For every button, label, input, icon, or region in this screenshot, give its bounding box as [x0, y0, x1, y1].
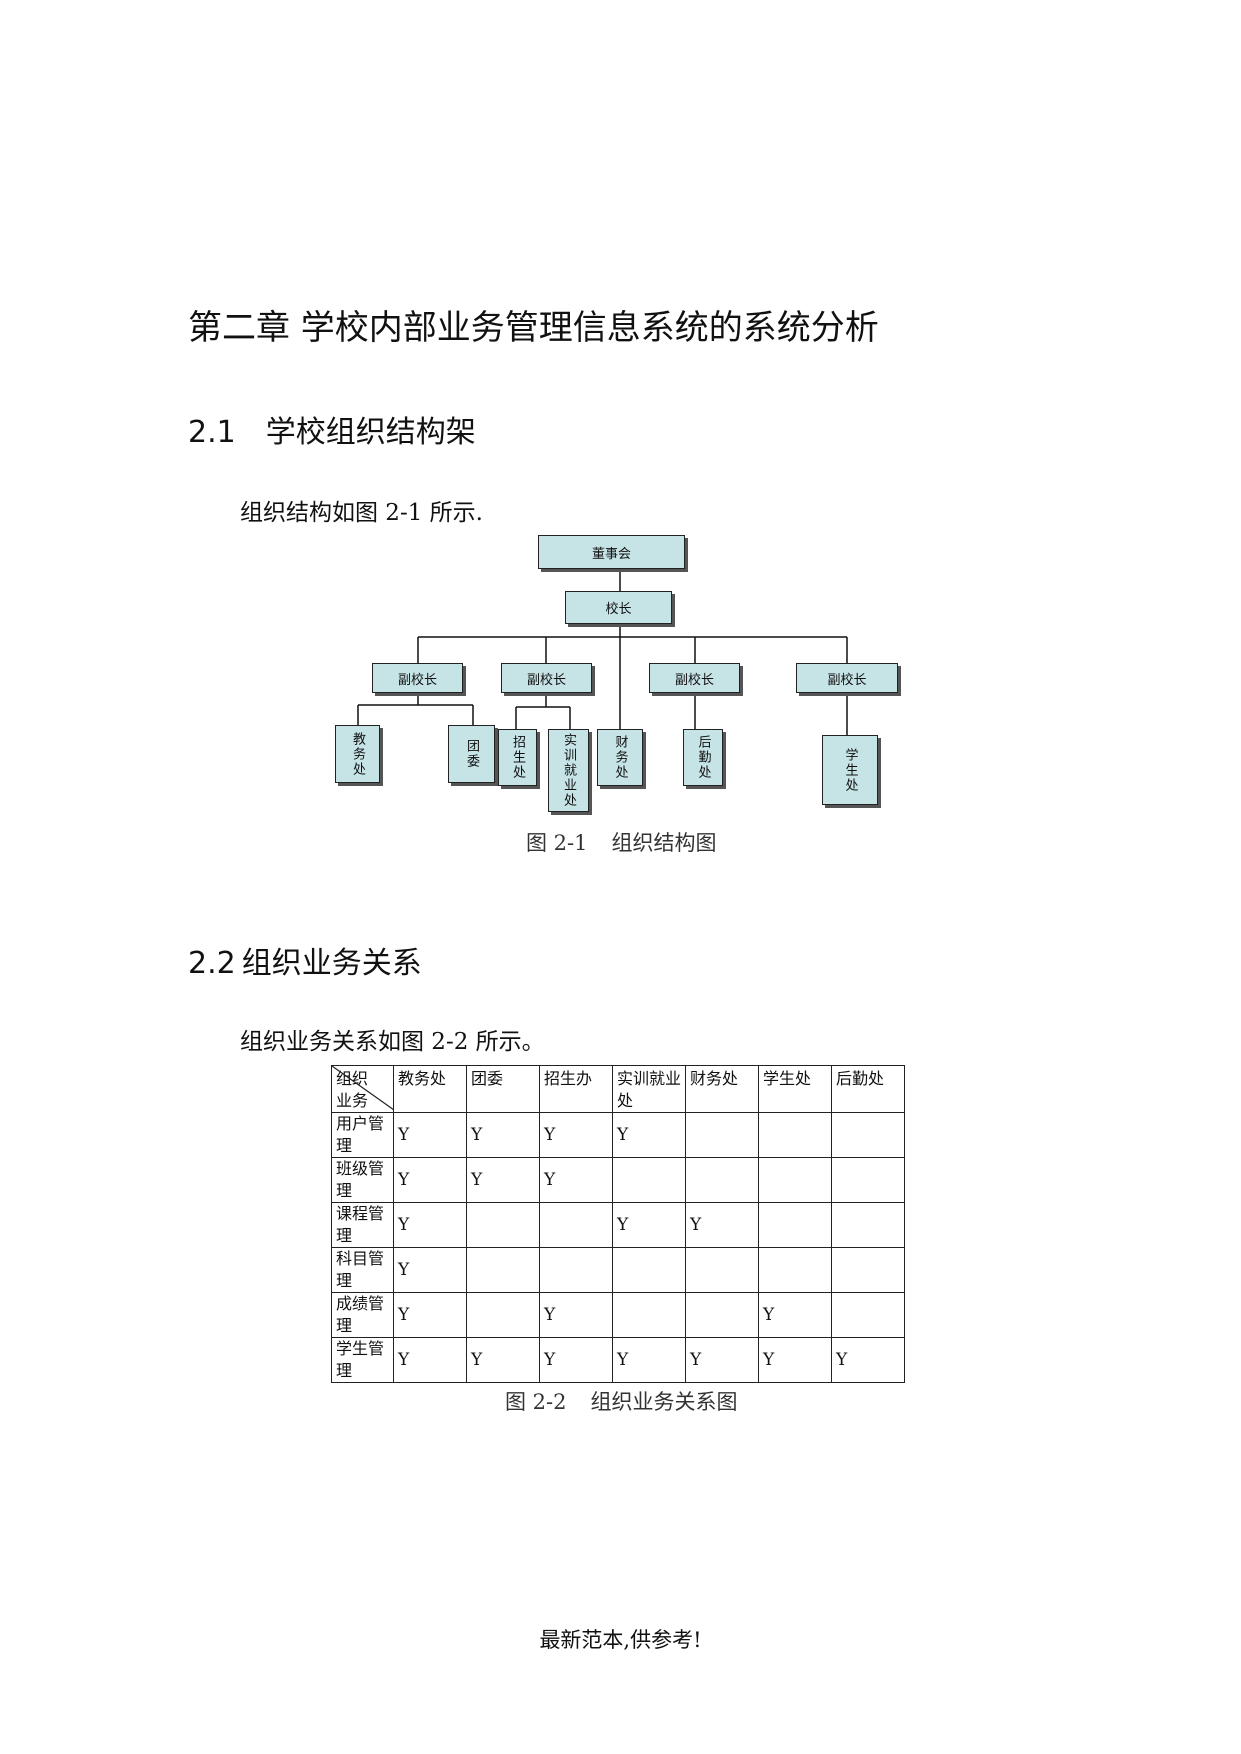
caption-text: 组织结构图 [611, 831, 717, 855]
table-cell: Y [393, 1337, 467, 1383]
table-cell: Y [539, 1157, 613, 1203]
table-cell [685, 1247, 759, 1293]
figure-2-1-caption: 图 2-1 组织结构图 [526, 827, 717, 857]
row-header: 成绩管理 [331, 1292, 394, 1338]
table-cell [685, 1157, 759, 1203]
org-node-logistics-office: 后勤处 [683, 729, 723, 786]
table-cell: Y [393, 1112, 467, 1158]
org-node-student-office: 学生处 [822, 735, 878, 805]
table-cell: Y [393, 1292, 467, 1338]
section-title-text: 组织业务关系 [241, 946, 422, 981]
caption-label: 图 2-2 [505, 1390, 567, 1414]
org-node-vice-principal-3: 副校长 [649, 663, 740, 693]
table-cell: Y [685, 1202, 759, 1248]
column-header: 实训就业处 [612, 1065, 686, 1113]
table-cell: Y [393, 1247, 467, 1293]
table-cell: Y [685, 1337, 759, 1383]
org-node-youth-league: 团委 [448, 725, 495, 783]
org-node-admissions-office: 招生处 [498, 729, 537, 786]
table-cell: Y [393, 1202, 467, 1248]
org-node-finance-office: 财务处 [597, 729, 643, 786]
table-cell [612, 1292, 686, 1338]
table-corner-cell: 组织 业务 [331, 1065, 394, 1113]
table-cell [612, 1247, 686, 1293]
corner-label-business: 业务 [336, 1091, 369, 1110]
table-cell [685, 1112, 759, 1158]
table-cell [539, 1202, 613, 1248]
column-header: 学生处 [758, 1065, 832, 1113]
table-cell [831, 1292, 905, 1338]
diagonal-divider [332, 1066, 394, 1110]
table-header-row: 组织 业务 教务处团委招生办实训就业处财务处学生处后勤处 [331, 1065, 905, 1113]
table-cell: Y [539, 1112, 613, 1158]
table-cell [758, 1247, 832, 1293]
table-cell: Y [539, 1292, 613, 1338]
column-header: 后勤处 [831, 1065, 905, 1113]
org-node-principal: 校长 [565, 591, 672, 624]
table-cell [758, 1112, 832, 1158]
table-cell [831, 1202, 905, 1248]
table-cell [612, 1157, 686, 1203]
org-node-training-employment-office: 实训就业处 [548, 729, 589, 812]
row-header: 班级管理 [331, 1157, 394, 1203]
section-number: 2.2 [188, 946, 236, 981]
table-cell: Y [539, 1337, 613, 1383]
caption-label: 图 2-1 [526, 831, 588, 855]
section-heading-2-1: 2.1 学校组织结构架 [188, 407, 476, 451]
row-header: 科目管理 [331, 1247, 394, 1293]
org-node-board: 董事会 [538, 535, 685, 569]
table-cell: Y [758, 1292, 832, 1338]
figure-2-2-caption: 图 2-2 组织业务关系图 [505, 1386, 738, 1416]
table-cell [758, 1202, 832, 1248]
table-cell: Y [612, 1112, 686, 1158]
page-footer: 最新范本,供参考! [539, 1628, 702, 1652]
table-cell: Y [612, 1202, 686, 1248]
table-cell [831, 1157, 905, 1203]
column-header: 财务处 [685, 1065, 759, 1113]
table-cell [466, 1202, 540, 1248]
row-header: 课程管理 [331, 1202, 394, 1248]
table-cell [831, 1247, 905, 1293]
caption-text: 组织业务关系图 [590, 1390, 738, 1414]
org-chart-connectors [357, 571, 848, 785]
table-cell: Y [466, 1337, 540, 1383]
table-cell [466, 1292, 540, 1338]
table-cell: Y [831, 1337, 905, 1383]
row-header: 用户管理 [331, 1112, 394, 1158]
table-cell [831, 1112, 905, 1158]
org-node-vice-principal-1: 副校长 [372, 663, 463, 693]
table-cell [539, 1247, 613, 1293]
row-header: 学生管理 [331, 1337, 394, 1383]
table-cell [685, 1292, 759, 1338]
org-node-vice-principal-2: 副校长 [501, 663, 592, 693]
column-header: 教务处 [393, 1065, 467, 1113]
org-node-vice-principal-4: 副校长 [796, 663, 898, 693]
table-cell: Y [466, 1112, 540, 1158]
column-header: 招生办 [539, 1065, 613, 1113]
table-cell: Y [758, 1337, 832, 1383]
section-number: 2.1 [188, 415, 236, 450]
table-cell: Y [466, 1157, 540, 1203]
table-cell: Y [612, 1337, 686, 1383]
org-node-academic-office: 教务处 [335, 725, 380, 783]
table-cell: Y [393, 1157, 467, 1203]
corner-label-org: 组织 [336, 1069, 369, 1088]
org-chart-diagram: 董事会 校长 副校长 副校长 副校长 副校长 教务处 团委 招生处 实训就业处 … [330, 535, 910, 820]
column-header: 团委 [466, 1065, 540, 1113]
paragraph-business-intro: 组织业务关系如图 2-2 所示。 [240, 1029, 545, 1055]
table-cell [758, 1157, 832, 1203]
paragraph-org-intro: 组织结构如图 2-1 所示. [240, 500, 483, 526]
chapter-title: 第二章 学校内部业务管理信息系统的系统分析 [188, 308, 879, 348]
section-title-text: 学校组织结构架 [265, 415, 476, 450]
table-cell [466, 1247, 540, 1293]
